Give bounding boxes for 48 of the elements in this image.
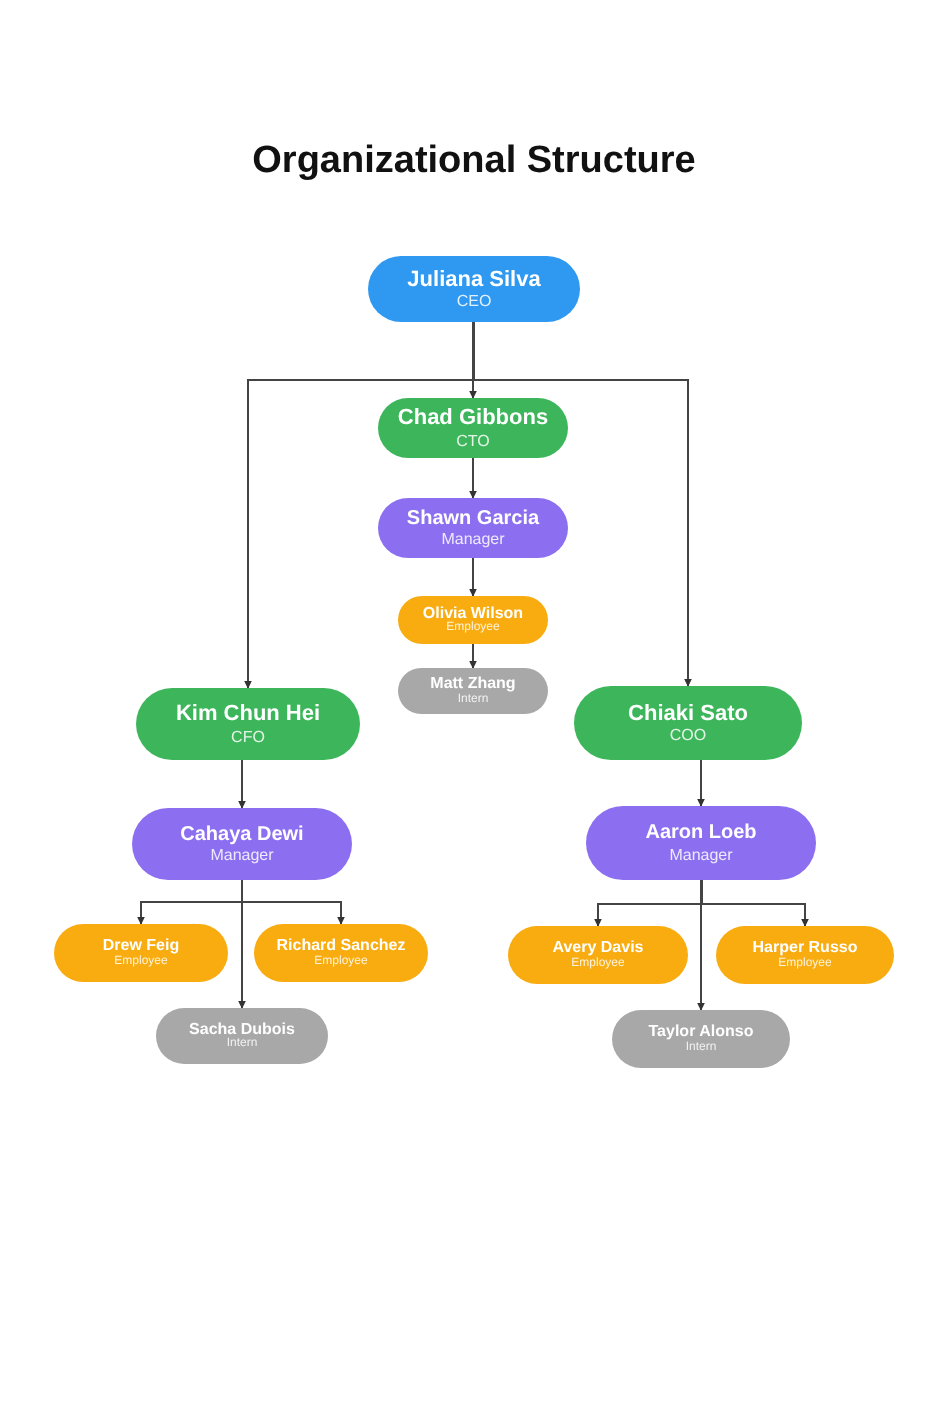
person-pill xyxy=(612,1010,790,1068)
person-name: Chad Gibbons xyxy=(397,406,549,432)
connector-arrow xyxy=(469,557,477,597)
job-title: Manager xyxy=(441,530,505,549)
connector-arrow xyxy=(469,457,477,499)
person-pill xyxy=(54,924,228,982)
person-name: Avery Davis xyxy=(552,938,644,957)
job-title: CEO xyxy=(456,292,492,311)
person-name: Harper Russo xyxy=(752,938,858,957)
job-title: COO xyxy=(669,726,707,745)
person-pill xyxy=(398,668,548,714)
connector-arrow xyxy=(701,879,809,927)
person-name: Sacha Dubois xyxy=(189,1019,295,1038)
job-title: Manager xyxy=(210,846,274,865)
person-pill xyxy=(254,924,428,982)
connector-arrow xyxy=(238,759,246,809)
person-name: Matt Zhang xyxy=(430,674,516,693)
person-pill xyxy=(378,398,568,458)
job-title: CFO xyxy=(231,727,265,746)
person-name: Shawn Garcia xyxy=(406,507,540,531)
person-pill xyxy=(398,596,548,644)
person-name: Richard Sanchez xyxy=(276,936,406,955)
connector-arrow xyxy=(473,321,692,687)
connector-arrow xyxy=(697,759,705,807)
person-pill xyxy=(508,926,688,984)
person-pill xyxy=(136,688,360,760)
person-name: Juliana Silva xyxy=(407,267,541,293)
person-pill xyxy=(368,256,580,322)
person-name: Kim Chun Hei xyxy=(175,702,321,728)
person-pill xyxy=(586,806,816,880)
person-pill xyxy=(132,808,352,880)
person-name: Drew Feig xyxy=(102,936,180,955)
person-pill xyxy=(574,686,802,760)
person-name: Taylor Alonso xyxy=(648,1022,754,1041)
person-name: Aaron Loeb xyxy=(645,822,757,846)
person-name: Chiaki Sato xyxy=(628,701,748,727)
person-name: Cahaya Dewi xyxy=(180,823,304,847)
person-pill xyxy=(716,926,894,984)
job-title: Manager xyxy=(669,845,733,864)
connector-arrow xyxy=(469,643,477,669)
connector-arrow xyxy=(697,879,705,1011)
job-title: CTO xyxy=(456,431,490,450)
person-name: Olivia Wilson xyxy=(422,603,524,622)
person-pill xyxy=(156,1008,328,1064)
connector-arrow xyxy=(469,321,477,399)
diagram-title: Organizational Structure xyxy=(250,140,698,184)
person-pill xyxy=(378,498,568,558)
connector-arrow xyxy=(238,879,246,1009)
